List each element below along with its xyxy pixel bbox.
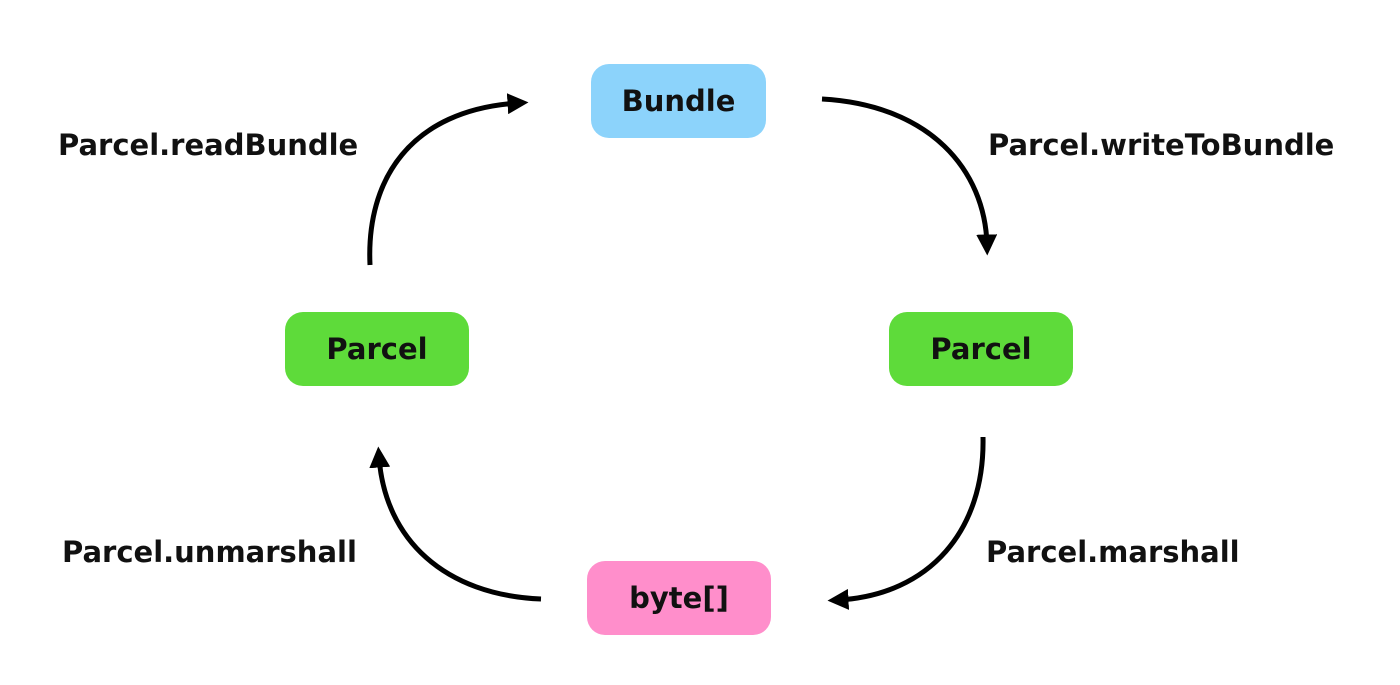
edge-label-write-to-bundle: Parcel.writeToBundle <box>988 128 1335 162</box>
arrow-marshall <box>827 436 986 610</box>
byte-array-node-label: byte[] <box>629 581 729 615</box>
edge-label-marshall: Parcel.marshall <box>986 535 1240 569</box>
parcel-node-left-label: Parcel <box>326 332 428 366</box>
arrow-write-to-bundle <box>821 96 998 256</box>
arrow-read-bundle <box>367 93 529 266</box>
bundle-node: Bundle <box>591 64 766 138</box>
edge-label-unmarshall: Parcel.unmarshall <box>62 535 357 569</box>
parcel-node-right: Parcel <box>889 312 1073 386</box>
arrow-unmarshall <box>369 446 542 602</box>
parcel-node-left: Parcel <box>285 312 469 386</box>
parcel-node-right-label: Parcel <box>930 332 1032 366</box>
bundle-node-label: Bundle <box>621 84 736 118</box>
edge-label-read-bundle: Parcel.readBundle <box>58 128 359 162</box>
byte-array-node: byte[] <box>587 561 771 635</box>
